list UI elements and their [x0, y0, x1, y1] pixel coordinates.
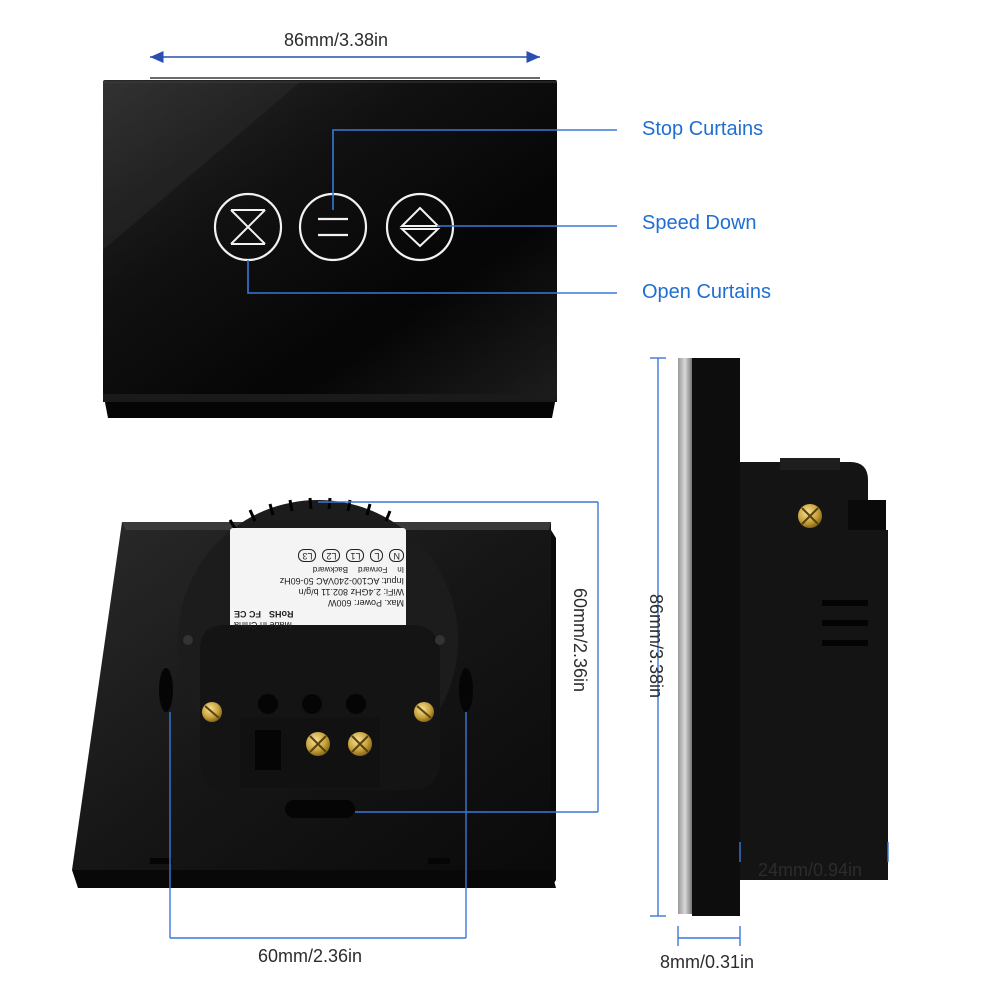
terminal-l1: L1 — [346, 549, 365, 562]
terminal-l3: L3 — [298, 549, 317, 562]
callout-speed-down: Speed Down — [642, 212, 757, 234]
made-in-label: Made in China — [234, 620, 293, 630]
callout-open-curtains: Open Curtains — [642, 281, 771, 303]
backward-row-label: Backward — [312, 565, 348, 574]
forward-row-label: Forward — [357, 565, 388, 574]
max-power-label: Max. Power: 600W — [327, 598, 404, 608]
side-height-label: 86mm/3.38in — [646, 594, 666, 699]
depth-label: 24mm/0.94in — [758, 860, 863, 880]
input-spec-label: Input: AC100-240VAC 50-60Hz — [279, 576, 404, 586]
side-dimension-lines — [650, 357, 889, 946]
terminal-n: N — [389, 549, 404, 562]
terminal-l: L — [370, 549, 384, 562]
in-row-label: In — [397, 565, 404, 574]
back-dimension-lines — [169, 501, 599, 939]
front-width-label: 86mm/3.38in — [284, 30, 389, 50]
terminal-l2: L2 — [322, 549, 341, 562]
module-label-text: Made in China RoHS FC CE Max. Power: 600… — [234, 530, 404, 630]
rohs-label: RoHS — [269, 609, 294, 619]
open-close-icon — [213, 192, 283, 262]
certification-marks: FC CE — [234, 609, 261, 619]
side-view — [678, 358, 888, 916]
back-height-label: 60mm/2.36in — [570, 588, 590, 693]
wifi-spec-label: WiFi: 2.4GHz 802.11 b/g/n — [298, 587, 404, 597]
front-panel — [103, 77, 557, 418]
callout-stop-curtains: Stop Curtains — [642, 118, 764, 140]
glass-thickness-label: 8mm/0.31in — [660, 952, 755, 972]
up-down-icon — [385, 192, 455, 262]
back-width-label: 60mm/2.36in — [258, 946, 363, 966]
wifi-module — [178, 497, 458, 790]
callout-leaders — [247, 129, 617, 294]
